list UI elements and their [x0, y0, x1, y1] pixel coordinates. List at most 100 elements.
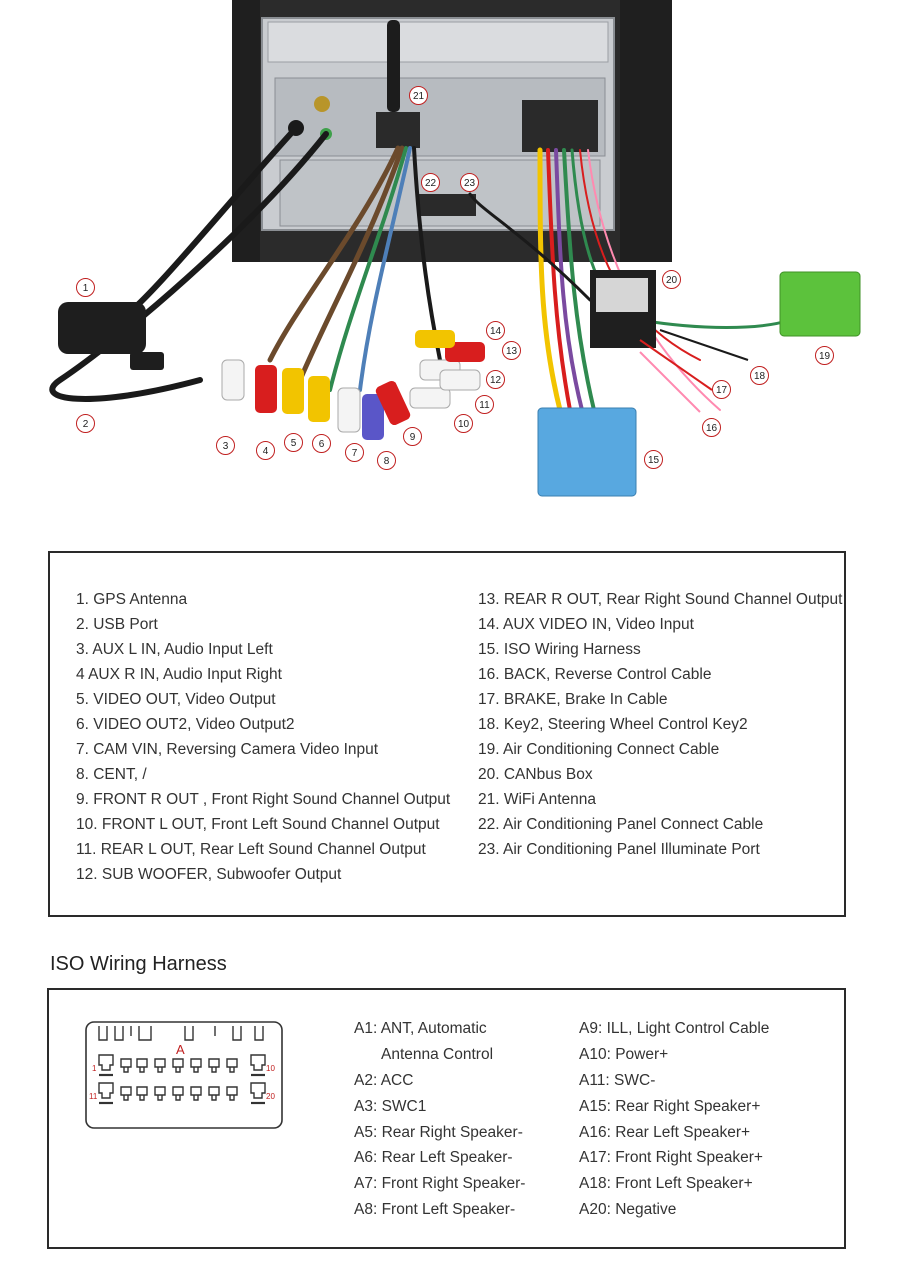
connector-pins-row2 — [98, 1082, 266, 1101]
callout-15: 15 — [644, 450, 663, 469]
legend-item: 15. ISO Wiring Harness — [478, 641, 641, 658]
pin-item: A1: ANT, Automatic — [354, 1020, 487, 1037]
callout-16: 16 — [702, 418, 721, 437]
legend-item: 16. BACK, Reverse Control Cable — [478, 666, 712, 683]
legend-item: 4 AUX R IN, Audio Input Right — [76, 666, 282, 683]
pin-item: A3: SWC1 — [354, 1097, 427, 1115]
rca-8 — [362, 394, 384, 440]
connector-pin-1: 1 — [92, 1064, 97, 1073]
callout-6: 6 — [312, 434, 331, 453]
callout-14: 14 — [486, 321, 505, 340]
callout-8: 8 — [377, 451, 396, 470]
wiring-diagram-photo — [49, 0, 861, 497]
pin-item: A20: Negative — [579, 1201, 677, 1219]
legend-item: 2. USB Port — [76, 616, 158, 633]
legend-item: 14. AUX VIDEO IN, Video Input — [478, 616, 694, 633]
legend-item: 7. CAM VIN, Reversing Camera Video Input — [76, 741, 379, 758]
usb-plug — [130, 352, 164, 370]
iso-section-title: ISO Wiring Harness — [50, 953, 227, 975]
legend-item: 10. FRONT L OUT, Front Left Sound Channe… — [76, 816, 440, 833]
legend-item: 17. BRAKE, Brake In Cable — [478, 691, 668, 708]
canbus-label — [596, 278, 648, 312]
legend-item: 8. CENT, / — [76, 766, 147, 783]
pin-item: A9: ILL, Light Control Cable — [579, 1020, 770, 1037]
pin-item: A2: ACC — [354, 1071, 414, 1089]
connector-pin-11: 11 — [89, 1092, 98, 1101]
legend-item: 18. Key2, Steering Wheel Control Key2 — [478, 716, 748, 733]
small-socket — [376, 112, 420, 148]
callout-22: 22 — [421, 173, 440, 192]
callout-5: 5 — [284, 433, 303, 452]
callout-18: 18 — [750, 366, 769, 385]
legend-column-right: 13. REAR R OUT, Rear Right Sound Channel… — [478, 590, 842, 865]
connector-pin-20: 20 — [266, 1092, 275, 1101]
iso-plug — [537, 407, 637, 497]
rca-9 — [375, 380, 411, 426]
connector-pins-row1 — [98, 1054, 266, 1073]
main-socket — [522, 100, 598, 152]
rca-13 — [445, 342, 485, 362]
rca-connectors — [221, 330, 485, 440]
legend-item: 12. SUB WOOFER, Subwoofer Output — [76, 866, 342, 883]
callout-21: 21 — [409, 86, 428, 105]
gps-antenna-puck — [58, 302, 146, 354]
callout-4: 4 — [256, 441, 275, 460]
iso-connector-diagram: A 1 10 11 20 — [85, 1021, 283, 1129]
callout-23: 23 — [460, 173, 479, 192]
rca-6 — [308, 376, 330, 422]
callout-11: 11 — [475, 395, 494, 414]
legend-item: 5. VIDEO OUT, Video Output — [76, 691, 276, 708]
antenna-jack — [314, 96, 330, 112]
rca-12 — [439, 369, 481, 391]
pin-item: A7: Front Right Speaker- — [354, 1175, 526, 1193]
legend-item: 22. Air Conditioning Panel Connect Cable — [478, 816, 764, 833]
pin-item: Antenna Control — [381, 1045, 494, 1063]
iso-box: A 1 10 11 20 A1: ANT, Automatic Antenna … — [47, 988, 846, 1249]
pin-item: A16: Rear Left Speaker+ — [579, 1123, 751, 1141]
chassis-top-plate — [267, 21, 609, 63]
rca-10 — [409, 387, 451, 409]
legend-item: 1. GPS Antenna — [76, 591, 188, 608]
legend-item: 13. REAR R OUT, Rear Right Sound Channel… — [478, 591, 843, 608]
pin-list-right: A9: ILL, Light Control Cable A10: Power+… — [579, 1018, 769, 1225]
connector-keys — [98, 1026, 264, 1041]
callout-7: 7 — [345, 443, 364, 462]
legend-item: 21. WiFi Antenna — [478, 791, 597, 808]
ac-panel-socket — [418, 194, 476, 216]
pin-item: A10: Power+ — [579, 1045, 669, 1063]
connector-label-a: A — [176, 1042, 185, 1057]
pin-item: A5: Rear Right Speaker- — [354, 1123, 523, 1141]
legend-item: 9. FRONT R OUT , Front Right Sound Chann… — [76, 791, 451, 808]
connector-pin-10: 10 — [266, 1064, 275, 1073]
callout-2: 2 — [76, 414, 95, 433]
legend-item: 6. VIDEO OUT2, Video Output2 — [76, 716, 295, 733]
callout-1: 1 — [76, 278, 95, 297]
pin-item: A18: Front Left Speaker+ — [579, 1175, 753, 1193]
callout-17: 17 — [712, 380, 731, 399]
callout-9: 9 — [403, 427, 422, 446]
callout-12: 12 — [486, 370, 505, 389]
callout-10: 10 — [454, 414, 473, 433]
callout-3: 3 — [216, 436, 235, 455]
callout-19: 19 — [815, 346, 834, 365]
legend-item: 3. AUX L IN, Audio Input Left — [76, 641, 273, 658]
connector-bars — [99, 1073, 265, 1105]
legend-item: 23. Air Conditioning Panel Illuminate Po… — [478, 841, 760, 858]
connector-outline — [85, 1021, 283, 1129]
ac-connect-plug — [779, 271, 861, 337]
dash-bezel-side-right — [620, 0, 672, 262]
callout-20: 20 — [662, 270, 681, 289]
pin-item: A6: Rear Left Speaker- — [354, 1149, 513, 1167]
legend-column-left: 1. GPS Antenna 2. USB Port 3. AUX L IN, … — [76, 590, 450, 890]
rca-5 — [282, 368, 304, 414]
legend-item: 11. REAR L OUT, Rear Left Sound Channel … — [76, 841, 426, 858]
legend-item: 19. Air Conditioning Connect Cable — [478, 741, 720, 758]
pin-list-left: A1: ANT, Automatic Antenna Control A2: A… — [354, 1018, 525, 1225]
rca-4 — [255, 365, 277, 413]
legend-box: 1. GPS Antenna 2. USB Port 3. AUX L IN, … — [48, 551, 846, 917]
rca-3 — [221, 359, 245, 401]
legend-item: 20. CANbus Box — [478, 766, 593, 783]
pin-item: A11: SWC- — [579, 1071, 656, 1089]
rca-7 — [337, 387, 361, 433]
wifi-antenna — [387, 20, 400, 112]
